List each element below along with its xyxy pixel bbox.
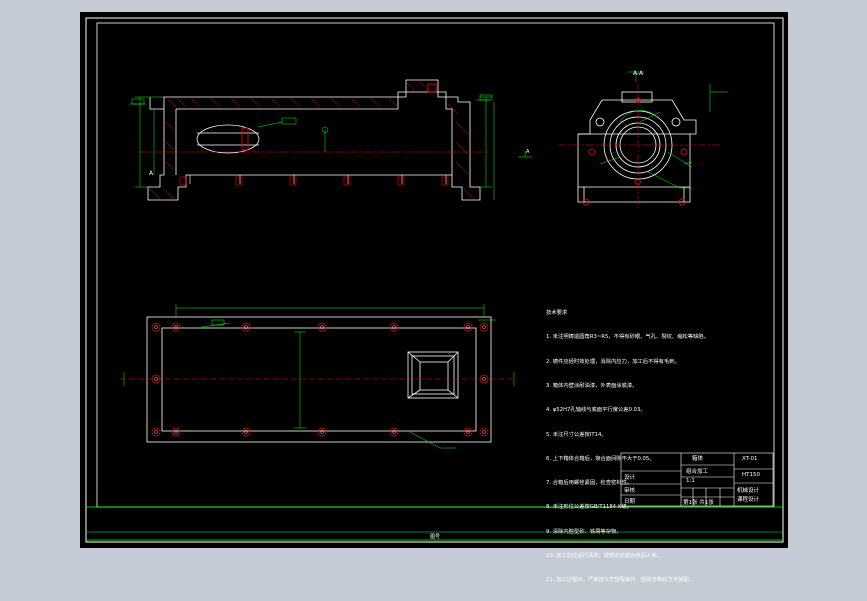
notes-line-4: 4. φ52H7孔轴线与底面平行度公差0.03。 bbox=[546, 407, 646, 414]
top-plan-view[interactable] bbox=[120, 316, 518, 443]
side-view[interactable] bbox=[558, 84, 720, 210]
side-view-label: A-A bbox=[633, 70, 644, 77]
app-window: A bbox=[80, 12, 788, 583]
notes-title: 技术要求 bbox=[546, 310, 568, 317]
notes-line-11: 11. 加工过程中，严格按工艺规程操作，检验合格后方可装配。 bbox=[546, 577, 694, 584]
cad-viewport[interactable]: A bbox=[80, 12, 788, 583]
technical-requirements: 技术要求 1. 未注明铸造圆角R3~R5，不得有砂眼、气孔、裂纹、缩松等缺陷。 … bbox=[546, 293, 746, 601]
title-subtitle: 组合加工 bbox=[686, 469, 709, 475]
section-label-a: A bbox=[526, 149, 530, 155]
title-designer: 设计 bbox=[624, 475, 636, 481]
front-section-view[interactable] bbox=[140, 79, 490, 201]
section-marker-a: A bbox=[149, 170, 154, 177]
side-view-dimensions bbox=[599, 71, 728, 189]
notes-line-1: 1. 未注明铸造圆角R3~R5，不得有砂眼、气孔、裂纹、缩松等缺陷。 bbox=[546, 334, 709, 341]
notes-line-6: 6. 上下箱体合箱后，接合面间隙不大于0.05。 bbox=[546, 455, 655, 462]
sheet-outer-frame bbox=[85, 17, 784, 543]
title-drawing-no: XT-01 bbox=[742, 456, 758, 462]
notes-line-5: 5. 未注尺寸公差按IT14。 bbox=[546, 431, 607, 438]
title-part-name: 箱体 bbox=[692, 456, 704, 462]
title-school: 机械设计 bbox=[737, 488, 760, 494]
notes-line-3: 3. 箱体内壁涂耐油漆，外表面涂底漆。 bbox=[546, 383, 638, 390]
notes-line-8: 8. 未注形位公差按GB/T1184-K级。 bbox=[546, 504, 633, 511]
notes-line-2: 2. 铸件应经时效处理，消除内应力，加工后不得有毛刺。 bbox=[546, 358, 680, 365]
title-material: HT150 bbox=[742, 472, 760, 478]
title-block[interactable] bbox=[620, 452, 774, 507]
title-checker: 审核 bbox=[624, 488, 636, 494]
notes-line-9: 9. 清除内腔型砂、铁屑等杂物。 bbox=[546, 528, 622, 535]
front-view-dimensions bbox=[130, 94, 532, 200]
notes-line-7: 7. 合箱后用螺栓紧固，检查密封性。 bbox=[546, 480, 633, 487]
top-view-bolt-holes bbox=[151, 322, 489, 437]
title-sheet: 第1张 共1张 bbox=[683, 500, 714, 506]
title-date: 日期 bbox=[624, 499, 636, 505]
top-view-dimensions bbox=[123, 304, 515, 449]
title-scale: 1:1 bbox=[686, 478, 695, 484]
cad-drawing: A bbox=[85, 17, 784, 543]
title-course: 课程设计 bbox=[737, 497, 760, 503]
bottom-strip-label: 图号 bbox=[430, 534, 441, 540]
notes-line-10: 10. 加工后应进行清洗，按规定检验合格后入库。 bbox=[546, 553, 663, 559]
